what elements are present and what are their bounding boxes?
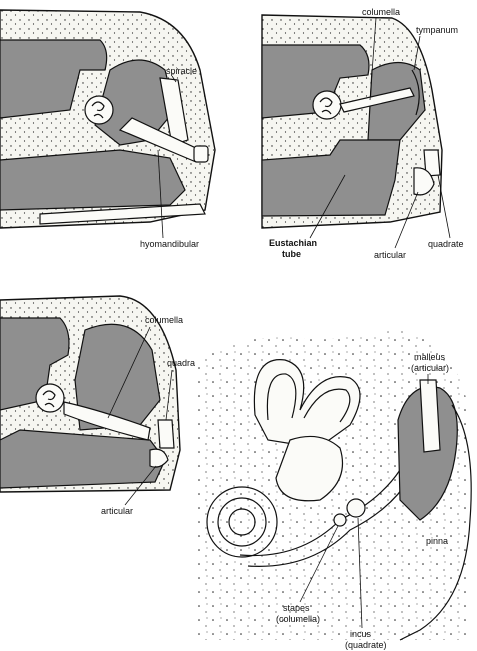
label-tympanum: tympanum — [416, 25, 458, 35]
label-articular-reptile: articular — [101, 506, 133, 516]
fish-mouth-cavity — [0, 150, 185, 210]
label-columella: columella — [362, 7, 400, 17]
mammal-stapes — [334, 514, 346, 526]
reptile-otic-capsule — [36, 384, 64, 412]
panel-amphibian: columella tympanum Eustachian tube artic… — [262, 7, 464, 260]
label-stapes: stapes — [283, 603, 310, 613]
panel-fish: spiracle hyomandibular — [0, 10, 215, 249]
label-spiracle: spiracle — [166, 66, 197, 76]
label-pinna: pinna — [426, 536, 448, 546]
label-incus-quadrate: (quadrate) — [345, 640, 387, 650]
fish-jaw-joint — [194, 146, 208, 162]
label-articular: articular — [374, 250, 406, 260]
label-eustachian: Eustachian — [269, 238, 317, 248]
label-columella-reptile: columella — [145, 315, 183, 325]
label-stapes-columella: (columella) — [276, 614, 320, 624]
amphibian-otic-capsule — [313, 91, 341, 119]
panel-mammal: malleus (articular) pinna stapes (colume… — [195, 330, 471, 650]
label-eustachian-tube: tube — [282, 249, 301, 259]
label-malleus: malleus — [414, 352, 446, 362]
mammal-incus — [347, 499, 365, 517]
label-quadrate: quadrate — [428, 239, 464, 249]
mammal-malleus — [420, 380, 440, 452]
panel-reptile: columella quadrate articular — [0, 296, 203, 516]
reptile-quadrate — [158, 420, 174, 448]
label-malleus-articular: (articular) — [411, 363, 449, 373]
reptile-pharynx-cavity — [0, 430, 165, 488]
label-hyomandibular: hyomandibular — [140, 239, 199, 249]
label-incus: incus — [350, 629, 372, 639]
